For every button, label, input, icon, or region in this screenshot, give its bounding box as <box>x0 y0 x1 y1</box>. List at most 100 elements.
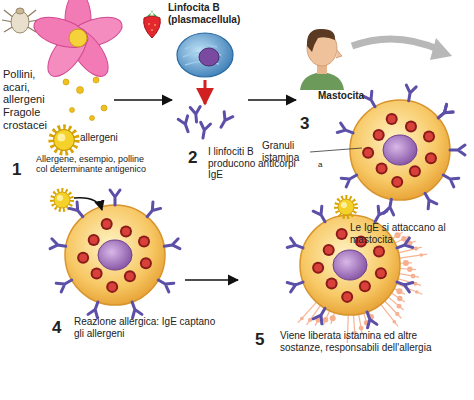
histamine-granule <box>425 152 437 164</box>
callout-number: 3 <box>300 114 316 134</box>
ige-antibody <box>313 206 329 224</box>
histamine-spray <box>400 254 428 258</box>
ige-antibody <box>421 191 437 209</box>
histamine-granule <box>77 252 89 264</box>
leader-line <box>310 148 362 152</box>
histamine-spray <box>399 274 419 277</box>
histamine-spray <box>391 293 404 302</box>
histamine-spray <box>400 262 412 264</box>
histamine-granule <box>386 113 398 125</box>
histamine-granule <box>391 176 403 188</box>
histamine-granule <box>120 225 132 237</box>
histamine-granule <box>336 228 348 240</box>
ige-antibody <box>69 202 86 220</box>
histamine-spray <box>331 313 335 324</box>
person-icon <box>300 29 344 90</box>
histamine-granule <box>326 277 338 289</box>
ige-antibody <box>198 122 210 139</box>
ige-antibody <box>404 85 416 102</box>
histamine-spray <box>394 288 405 294</box>
plasma-cell <box>177 33 233 77</box>
histamine-granule <box>124 270 136 282</box>
ige-antibody <box>435 104 453 121</box>
pollen-dots <box>63 77 107 121</box>
ige-antibody <box>190 107 201 123</box>
histamine-spray <box>385 301 402 318</box>
step-description: Viene liberata istamina ed altre sostanz… <box>280 330 458 353</box>
histamine-granule <box>359 280 371 292</box>
strawberry-icon <box>144 10 161 38</box>
callout-number: 1 <box>12 160 28 180</box>
histamine-granule <box>91 267 103 279</box>
step-arrow <box>248 99 296 101</box>
histamine-granule <box>312 262 324 274</box>
ige-antibody <box>371 206 387 224</box>
mast-cell <box>65 205 165 305</box>
histamine-granule <box>323 244 335 256</box>
histamine-granule <box>376 162 388 174</box>
histamine-granule <box>375 267 387 279</box>
ige-antibody <box>341 171 359 187</box>
allergen-grain <box>51 127 77 153</box>
step-description: I linfociti B producono anticorpi IgE <box>208 146 300 181</box>
ige-antibody <box>110 190 120 205</box>
histamine-granule <box>409 165 421 177</box>
histamine-spray <box>381 304 398 326</box>
ige-antibody <box>441 171 459 187</box>
histamine-granule <box>341 291 353 303</box>
histamine-granule <box>106 281 118 293</box>
part-label: allergeni <box>80 132 136 144</box>
histamine-granule <box>405 120 417 132</box>
step-description: Reazione allergica: IgE captano gli alle… <box>74 316 224 339</box>
ige-antibody <box>395 238 413 253</box>
callout-number: 5 <box>255 330 271 350</box>
ige-antibody <box>88 300 103 318</box>
ige-antibody <box>313 306 329 324</box>
part-label: Linfocita B (plasmacellula) <box>168 2 268 25</box>
histamine-granule <box>423 130 435 142</box>
histamine-granule <box>101 218 113 230</box>
ige-antibody <box>143 202 160 220</box>
ige-antibody <box>287 238 305 253</box>
ige-antibody <box>50 239 67 251</box>
inhale-arrow <box>352 39 440 50</box>
ige-antibody <box>217 112 233 130</box>
histamine-granule <box>373 129 385 141</box>
caption-note: Allergene, esempio, polline col determin… <box>36 154 154 175</box>
ige-antibody <box>287 277 305 292</box>
histamine-spray <box>388 297 403 310</box>
ige-antibody <box>163 239 180 251</box>
step-arrow <box>114 99 172 101</box>
ige-antibody <box>156 276 174 292</box>
callout-number: 4 <box>52 318 68 338</box>
part-label: a <box>318 160 328 169</box>
source-list: Pollini, acari, allergeni Fragole crosta… <box>3 68 57 131</box>
part-label: Mastocita <box>318 90 380 102</box>
mite-icon <box>2 8 38 33</box>
histamine-granule <box>88 234 100 246</box>
histamine-granule <box>140 257 152 269</box>
histamine-spray <box>392 232 402 238</box>
flower-icon <box>30 0 126 83</box>
histamine-granule <box>138 235 150 247</box>
ige-antibody <box>178 116 193 134</box>
mast-cell <box>350 100 450 200</box>
histamine-granule <box>362 147 374 159</box>
ige-antibody <box>127 300 142 318</box>
secretion-arrow <box>204 80 207 104</box>
histamine-spray <box>400 268 416 269</box>
callout-number: 2 <box>188 148 204 168</box>
ige-antibody <box>363 91 379 109</box>
ige-antibody <box>56 276 74 292</box>
part-label: Granuli istamina <box>262 140 310 163</box>
allergen-grain <box>336 197 356 217</box>
histamine-spray <box>323 311 330 326</box>
ige-antibody <box>450 145 465 155</box>
histamine-granule <box>373 245 385 257</box>
ige-antibody <box>395 277 413 292</box>
step-description: Le IgE si attaccano al mastocita <box>350 222 468 245</box>
ige-antibody <box>435 104 453 121</box>
step-arrow <box>185 279 238 281</box>
ige-antibody <box>362 310 377 328</box>
ige-antibody <box>337 123 355 138</box>
